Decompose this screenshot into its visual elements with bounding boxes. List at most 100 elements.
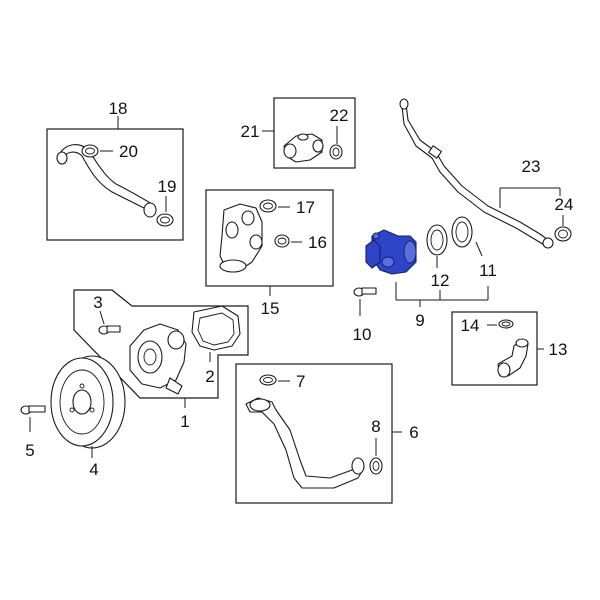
o-ring-19-inner [160, 216, 170, 224]
housing-9-boss [381, 256, 395, 268]
callout-18: 18 [109, 99, 128, 118]
callout-11: 11 [479, 261, 497, 280]
callout-21: 21 [241, 122, 260, 141]
o-ring-7 [259, 374, 277, 386]
fitting-21-port-2 [312, 139, 324, 153]
housing-port-right [249, 234, 263, 250]
callout-13: 13 [549, 340, 568, 359]
tube-18-fitting [143, 202, 157, 218]
group-23: 23 24 [399, 98, 574, 249]
o-ring-24-inner [558, 229, 568, 239]
pump-gasket-2 [191, 305, 241, 351]
pulley-bolt-hole-c [89, 407, 95, 413]
callout-7: 7 [296, 372, 305, 391]
housing-9-flange [365, 239, 381, 269]
tube-18-end [56, 151, 68, 165]
callout-23: 23 [522, 157, 541, 176]
gasket-11-inner [455, 221, 469, 243]
housing-port-top [241, 210, 255, 226]
group-9: 12 11 9 10 [353, 216, 497, 344]
gasket-12-inner [430, 229, 444, 251]
o-ring-16-inner [277, 237, 287, 245]
group-13: 13 14 [451, 311, 568, 386]
housing-9-outlet [403, 240, 417, 264]
o-ring-7-inner [263, 377, 273, 383]
bolt-5-shank [28, 405, 46, 413]
callout-2: 2 [205, 367, 214, 386]
pump-tab [165, 377, 183, 395]
leader-3 [99, 310, 105, 325]
pipe-23-clip [428, 145, 442, 159]
bolt-3 [98, 325, 121, 335]
group-18-box [46, 128, 184, 241]
callout-12: 12 [431, 271, 450, 290]
pump-hub [137, 340, 163, 374]
callout-15: 15 [261, 299, 280, 318]
housing-outlet [219, 259, 247, 273]
o-ring-17-inner [263, 202, 273, 210]
callout-10: 10 [353, 325, 372, 344]
elbow-13-port-a [497, 362, 511, 378]
pulley-hub [72, 389, 92, 415]
callout-8: 8 [371, 417, 380, 436]
housing-9-bolt-hole [372, 232, 380, 240]
callout-4: 4 [89, 460, 98, 479]
housing-port-side [225, 221, 239, 239]
tube-6-flange [249, 398, 271, 412]
callout-6: 6 [409, 423, 418, 442]
group-21: 21 22 [241, 97, 356, 169]
o-ring-20 [81, 144, 99, 158]
callout-17: 17 [296, 198, 315, 217]
pulley-4: 4 [50, 355, 126, 479]
callout-22: 22 [330, 106, 349, 125]
pump-gasket-2-inner [197, 312, 235, 346]
o-ring-8 [369, 457, 383, 475]
callout-24: 24 [555, 195, 574, 214]
bolt-5 [20, 405, 46, 415]
coolant-tube-6 [245, 397, 365, 489]
o-ring-17 [259, 199, 277, 213]
elbow-13-port-b [515, 338, 529, 348]
callout-1: 1 [180, 412, 189, 431]
fitting-21-top [297, 133, 309, 141]
leader-11 [475, 241, 483, 257]
o-ring-19 [156, 213, 174, 227]
bolt-5-group: 5 [20, 405, 46, 460]
pump-port [167, 330, 185, 350]
group-18: 18 20 19 [46, 99, 184, 241]
bolt-3-shank [106, 325, 121, 333]
fitting-21-port [283, 143, 297, 159]
o-ring-24 [554, 226, 572, 242]
water-outlet-housing-9 [365, 229, 417, 275]
gasket-11 [451, 216, 473, 248]
pulley-bolt-hole-b [69, 407, 75, 413]
o-ring-8-inner [372, 461, 380, 471]
group-6-box [235, 363, 393, 504]
o-ring-22 [329, 144, 343, 160]
pipe-23-end [399, 98, 409, 110]
o-ring-20-inner [85, 147, 95, 155]
callout-16: 16 [308, 233, 327, 252]
group-21-box [273, 97, 356, 169]
pump-hub-inner [143, 348, 157, 366]
tube-6-end [351, 457, 365, 475]
callout-20: 20 [119, 142, 138, 161]
o-ring-14-inner [501, 321, 511, 327]
o-ring-14 [498, 319, 514, 329]
o-ring-16 [274, 234, 290, 248]
callout-19: 19 [158, 177, 177, 196]
group-15: 15 17 16 [205, 189, 334, 318]
pipe-23-fitting [542, 237, 554, 249]
callout-3: 3 [93, 293, 102, 312]
pulley-bolt-hole-a [79, 383, 85, 389]
gasket-12 [426, 224, 448, 256]
o-ring-22-inner [332, 147, 340, 157]
bolt-10-shank [361, 287, 377, 295]
callout-14: 14 [461, 316, 480, 335]
callout-9: 9 [415, 311, 424, 330]
group-6: 6 7 8 [235, 363, 419, 504]
pulley-face [59, 369, 105, 435]
callout-5: 5 [25, 441, 34, 460]
